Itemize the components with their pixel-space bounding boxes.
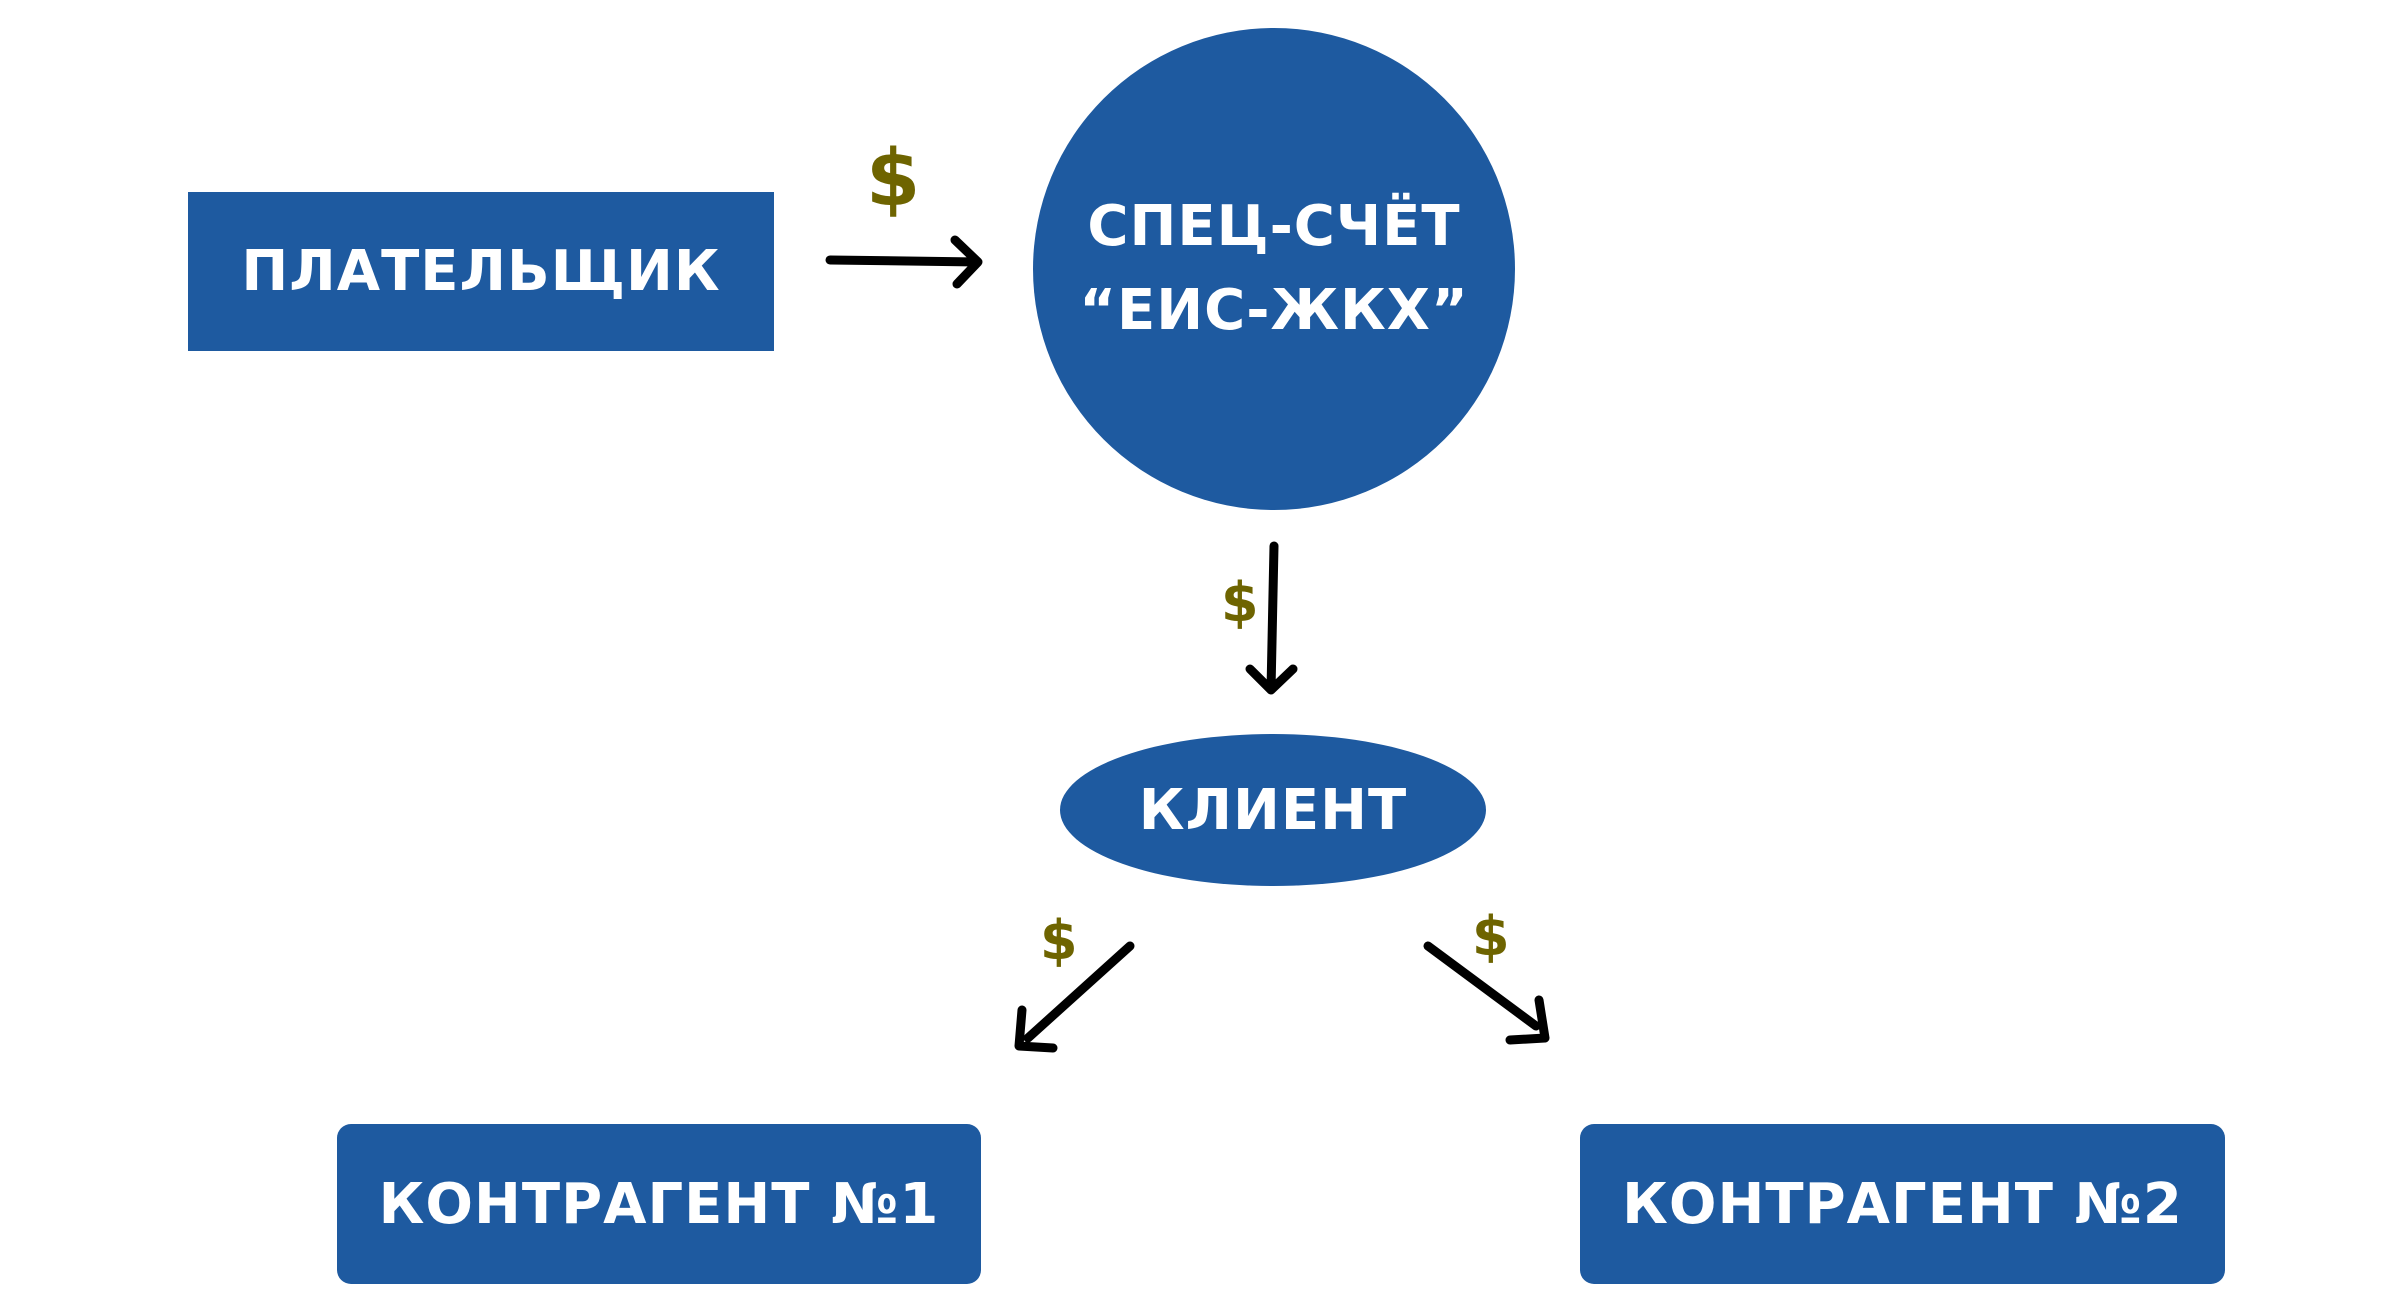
contractor1-node: КОНТРАГЕНТ №1 xyxy=(337,1124,981,1284)
special-account-label-line2: “ЕИС-ЖКХ” xyxy=(1079,278,1469,343)
payer-label: ПЛАТЕЛЬЩИК xyxy=(241,239,721,304)
payer-node: ПЛАТЕЛЬЩИК xyxy=(188,192,774,351)
arrow-account-to-client xyxy=(1245,541,1298,695)
contractor2-node: КОНТРАГЕНТ №2 xyxy=(1580,1124,2225,1284)
special-account-label-line1: СПЕЦ-СЧЁТ xyxy=(1087,194,1461,259)
dollar-payer-to-account: $ xyxy=(866,134,921,224)
dollar-client-to-contractor2: $ xyxy=(1472,905,1510,968)
special-account-node: СПЕЦ-СЧЁТ “ЕИС-ЖКХ” xyxy=(1033,28,1515,510)
dollar-client-to-contractor1: $ xyxy=(1040,909,1078,972)
arrow-client-to-contractor2 xyxy=(1423,941,1550,1045)
client-node: КЛИЕНТ xyxy=(1060,734,1486,886)
contractor1-label: КОНТРАГЕНТ №1 xyxy=(378,1171,940,1237)
arrow-client-to-contractor1 xyxy=(1014,941,1135,1053)
contractor2-label: КОНТРАГЕНТ №2 xyxy=(1622,1171,2183,1237)
dollar-account-to-client: $ xyxy=(1221,571,1259,634)
client-label: КЛИЕНТ xyxy=(1138,777,1408,843)
arrow-payer-to-account xyxy=(825,235,983,289)
